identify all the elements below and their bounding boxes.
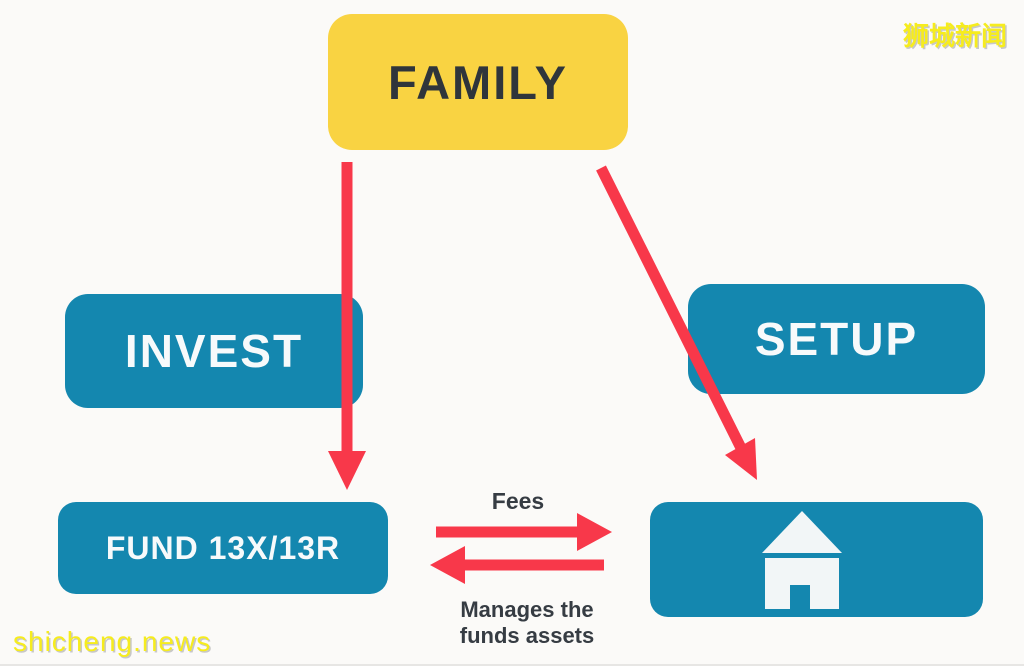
family-node: FAMILY <box>328 14 628 150</box>
setup-node: SETUP <box>688 284 985 394</box>
fees-label: Fees <box>491 488 545 514</box>
fund-label: FUND 13X/13R <box>105 529 341 566</box>
family-label: FAMILY <box>387 55 568 109</box>
setup-label: SETUP <box>754 313 919 365</box>
invest-label: INVEST <box>124 325 304 377</box>
watermark-site-url: shicheng.news <box>13 626 212 657</box>
bottom-edge-line <box>0 664 1024 666</box>
house-icon <box>762 511 842 609</box>
watermark-site-name: 狮城新闻 <box>903 21 1008 51</box>
manages-label-line2: funds assets <box>459 623 595 648</box>
fund-node: FUND 13X/13R <box>58 502 388 594</box>
house-node <box>650 502 983 617</box>
manages-label: Manages the funds assets <box>427 597 627 649</box>
manages-label-line1: Manages the <box>460 597 594 622</box>
arrow-manages-left-icon <box>430 546 604 584</box>
arrow-fees-right-icon <box>436 513 612 551</box>
invest-node: INVEST <box>65 294 363 408</box>
